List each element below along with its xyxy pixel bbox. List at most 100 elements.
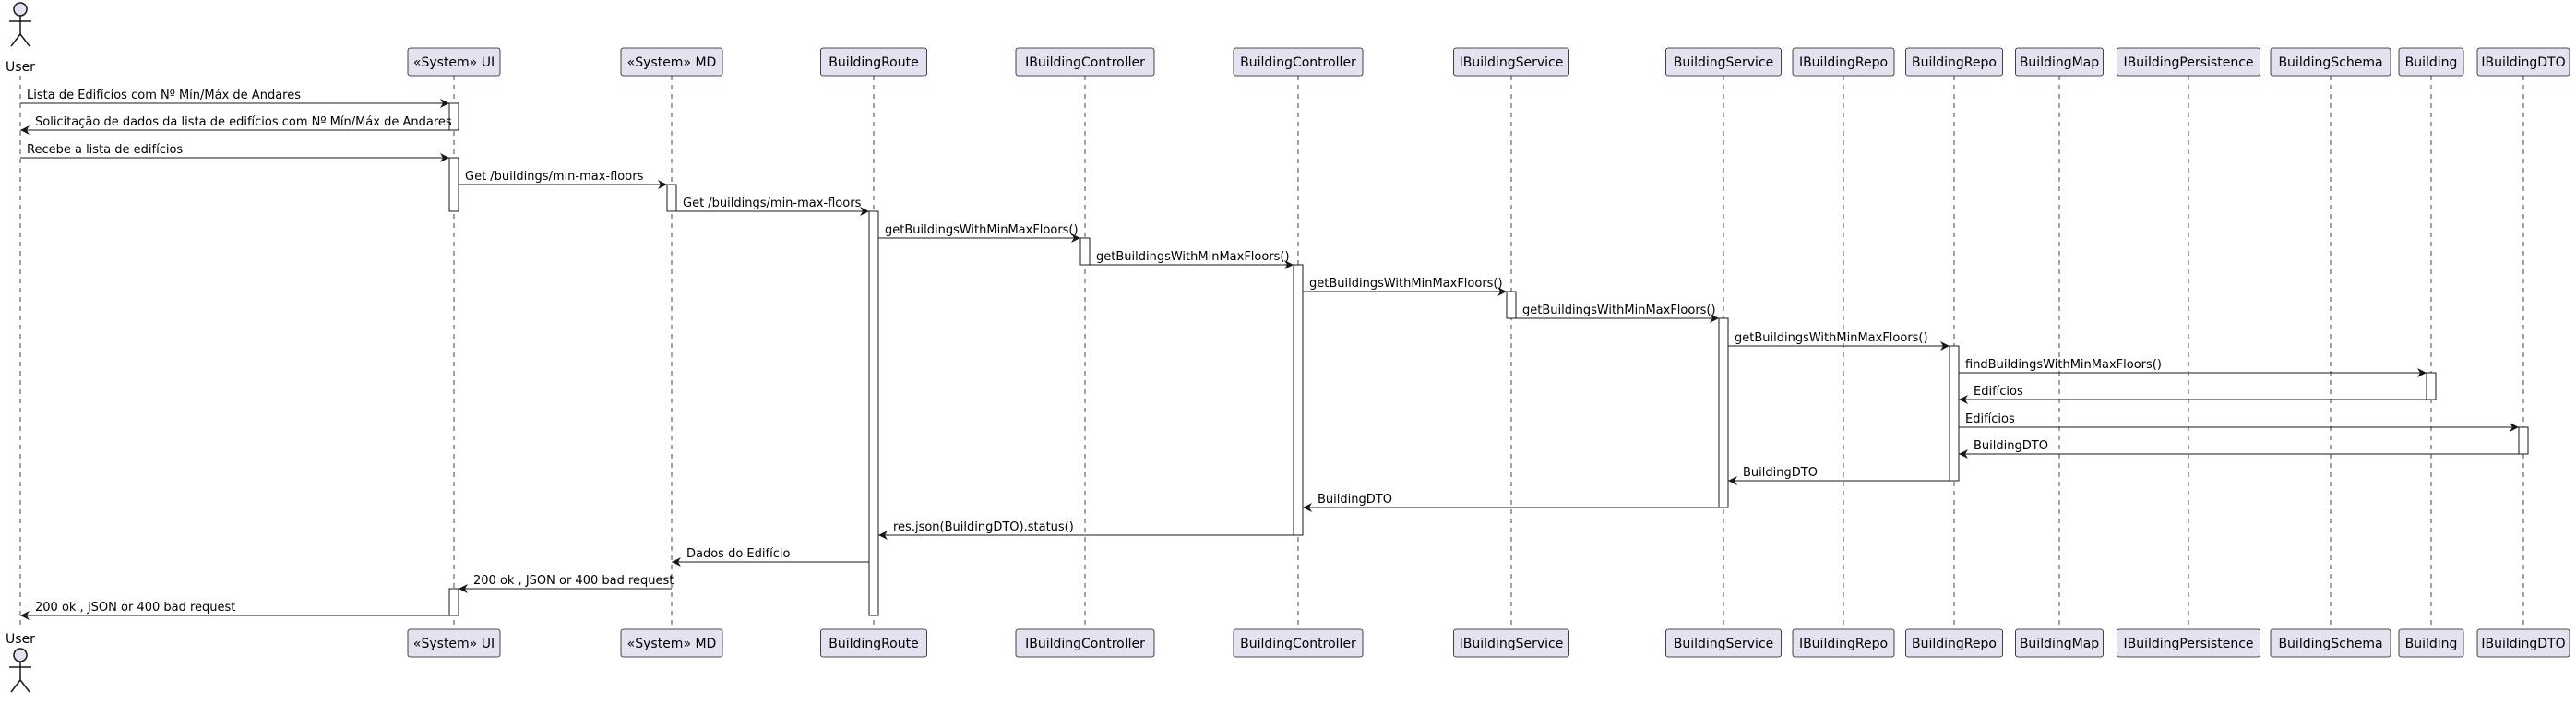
message-label: Recebe a lista de edifícios — [27, 143, 183, 157]
message-label: res.json(BuildingDTO).status() — [893, 520, 1074, 534]
participant-label: IBuildingController — [1025, 637, 1145, 651]
actor-user-bottom: User — [6, 632, 35, 693]
message-label: getBuildingsWithMinMaxFloors() — [1735, 331, 1928, 345]
participant-label: IBuildingPersistence — [2124, 55, 2254, 70]
participant-label: IBuildingRepo — [1799, 55, 1888, 70]
participant-label: Building — [2405, 637, 2458, 651]
activation-bar-buildingrepo — [1949, 345, 1960, 482]
message-12: Edifícios — [1959, 385, 2427, 404]
message-18: Dados do Edifício — [672, 547, 869, 567]
participant-label: IBuildingDTO — [2481, 637, 2565, 651]
message-label: Get /buildings/min-max-floors — [465, 170, 644, 184]
message-2: Solicitação de dados da lista de edifíci… — [20, 115, 452, 135]
participant-label: IBuildingService — [1460, 637, 1564, 651]
participant-label: BuildingController — [1240, 637, 1356, 651]
participant-buildingservice-top: BuildingService — [1665, 47, 1782, 77]
participant-label: IBuildingDTO — [2481, 55, 2565, 70]
message-label: getBuildingsWithMinMaxFloors() — [1522, 304, 1716, 317]
participant-label: BuildingMap — [2020, 55, 2099, 70]
message-label: BuildingDTO — [1318, 493, 1392, 507]
message-label: Dados do Edifício — [686, 547, 790, 561]
participant-ibuildingrepo-bottom: IBuildingRepo — [1792, 628, 1895, 658]
message-3: Recebe a lista de edifícios — [20, 143, 449, 162]
participant-ibuildingpersistence-bottom: IBuildingPersistence — [2117, 628, 2260, 658]
message-label: BuildingDTO — [1743, 466, 1818, 480]
message-9: getBuildingsWithMinMaxFloors() — [1516, 304, 1719, 323]
message-5: Get /buildings/min-max-floors — [676, 197, 869, 216]
participant-buildingcontroller-top: BuildingController — [1233, 47, 1364, 77]
message-20: 200 ok , JSON or 400 bad request — [20, 601, 449, 620]
message-14: BuildingDTO — [1959, 439, 2519, 459]
participant-label: «System» MD — [627, 637, 717, 651]
participant-ibuildingdto-bottom: IBuildingDTO — [2476, 628, 2570, 658]
message-16: BuildingDTO — [1303, 493, 1719, 512]
participant-label: BuildingSchema — [2278, 55, 2382, 70]
participant-ibuildingrepo-top: IBuildingRepo — [1792, 47, 1895, 77]
participant-label: BuildingController — [1240, 55, 1356, 70]
participant-system-md-bottom: «System» MD — [620, 628, 723, 658]
participant-buildingschema-bottom: BuildingSchema — [2270, 628, 2391, 658]
activation-bar-buildingservice — [1718, 317, 1729, 508]
participant-ibuildingcontroller-bottom: IBuildingController — [1015, 628, 1155, 658]
participant-system-ui-top: «System» UI — [407, 47, 501, 77]
participant-buildingschema-top: BuildingSchema — [2270, 47, 2391, 77]
message-label: Get /buildings/min-max-floors — [683, 197, 862, 210]
message-13: Edifícios — [1959, 412, 2519, 432]
participant-label: BuildingRoute — [829, 637, 918, 651]
participant-label: BuildingService — [1674, 55, 1774, 70]
participant-buildingmap-top: BuildingMap — [2015, 47, 2104, 77]
activation-bar-ibuildingcontroller — [1079, 237, 1091, 266]
message-17: res.json(BuildingDTO).status() — [878, 520, 1294, 540]
participant-buildingmap-bottom: BuildingMap — [2015, 628, 2104, 658]
participant-label: «System» MD — [627, 55, 717, 70]
activation-bar-ibuildingservice — [1506, 291, 1517, 319]
message-label: 200 ok , JSON or 400 bad request — [35, 601, 235, 615]
message-4: Get /buildings/min-max-floors — [459, 170, 667, 189]
participant-system-ui-bottom: «System» UI — [407, 628, 501, 658]
actor-user-label: User — [6, 60, 35, 75]
participant-label: IBuildingService — [1460, 55, 1564, 70]
participant-label: BuildingRoute — [829, 55, 918, 70]
message-label: 200 ok , JSON or 400 bad request — [473, 574, 674, 588]
message-label: Solicitação de dados da lista de edifíci… — [35, 115, 452, 129]
participant-building-bottom: Building — [2398, 628, 2464, 658]
message-1: Lista de Edifícios com Nº Mín/Máx de And… — [20, 89, 449, 108]
message-label: Lista de Edifícios com Nº Mín/Máx de And… — [27, 89, 301, 102]
participant-label: Building — [2405, 55, 2458, 70]
participant-label: BuildingSchema — [2278, 637, 2382, 651]
participant-ibuildingservice-top: IBuildingService — [1453, 47, 1569, 77]
activation-bar-system-ui — [448, 157, 459, 212]
participant-ibuildingpersistence-top: IBuildingPersistence — [2117, 47, 2260, 77]
message-15: BuildingDTO — [1728, 466, 1950, 485]
actor-user-label: User — [6, 632, 35, 647]
participant-label: «System» UI — [413, 55, 495, 70]
participant-label: BuildingRepo — [1912, 637, 1997, 651]
participant-label: BuildingMap — [2020, 637, 2099, 651]
participant-buildingcontroller-bottom: BuildingController — [1233, 628, 1364, 658]
participant-label: BuildingService — [1674, 637, 1774, 651]
message-8: getBuildingsWithMinMaxFloors() — [1303, 277, 1507, 296]
participant-label: IBuildingRepo — [1799, 637, 1888, 651]
participant-buildingroute-bottom: BuildingRoute — [820, 628, 927, 658]
message-19: 200 ok , JSON or 400 bad request — [459, 574, 674, 593]
message-7: getBuildingsWithMinMaxFloors() — [1090, 250, 1294, 269]
participant-ibuildingcontroller-top: IBuildingController — [1015, 47, 1155, 77]
participant-label: BuildingRepo — [1912, 55, 1997, 70]
participant-label: IBuildingController — [1025, 55, 1145, 70]
activation-bar-ibuildingdto — [2518, 426, 2529, 455]
activation-bar-building — [2426, 372, 2437, 400]
participant-buildingroute-top: BuildingRoute — [820, 47, 927, 77]
participant-buildingrepo-bottom: BuildingRepo — [1905, 628, 2003, 658]
activation-bar-system-md — [666, 184, 677, 212]
message-label: getBuildingsWithMinMaxFloors() — [1096, 250, 1290, 264]
message-label: getBuildingsWithMinMaxFloors() — [1309, 277, 1503, 291]
participant-building-top: Building — [2398, 47, 2464, 77]
participant-label: IBuildingPersistence — [2124, 637, 2254, 651]
message-label: Edifícios — [1965, 412, 2015, 426]
message-label: Edifícios — [1974, 385, 2023, 399]
message-label: BuildingDTO — [1974, 439, 2048, 453]
activation-bar-buildingcontroller — [1293, 264, 1304, 536]
activation-bar-system-ui — [448, 588, 459, 616]
participant-ibuildingservice-bottom: IBuildingService — [1453, 628, 1569, 658]
